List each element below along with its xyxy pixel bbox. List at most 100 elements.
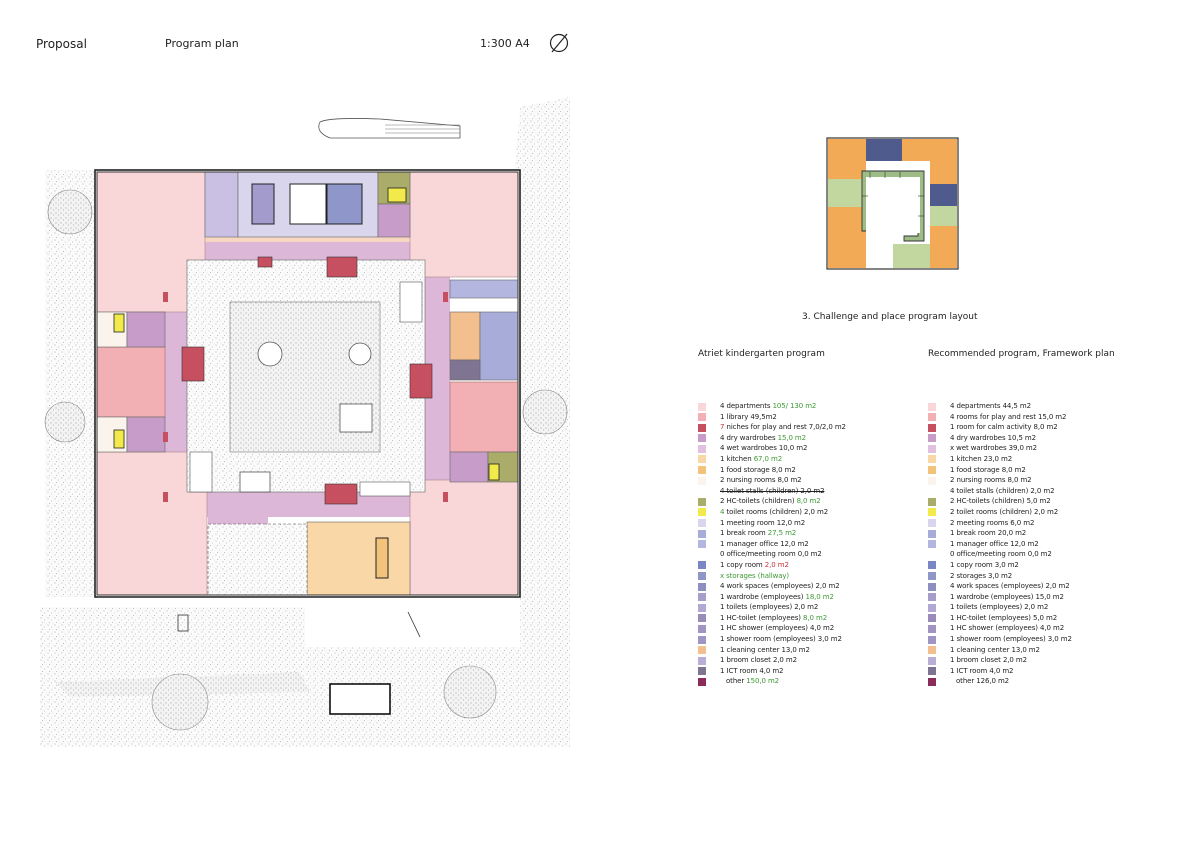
legend-label: 4 work spaces (employees) 2,0 m2 <box>950 581 1070 592</box>
legend-label: 1 food storage 8,0 m2 <box>720 465 796 476</box>
legend-swatch <box>698 572 706 580</box>
legend-swatch <box>928 455 936 464</box>
layout-diagram <box>826 137 959 270</box>
legend-label: 1 toilets (employees) 2,0 m2 <box>950 602 1048 613</box>
legend-text: 1 break room 20,0 m2 <box>950 529 1027 538</box>
section-title: Proposal <box>36 37 87 51</box>
legend-text: 67,0 m2 <box>753 454 783 463</box>
legend-text: 2 HC-toilets (children) <box>720 497 797 506</box>
legend-label: 1 toilets (employees) 2,0 m2 <box>720 602 818 613</box>
legend-text: other 126,0 m2 <box>956 677 1010 686</box>
legend-swatch <box>928 487 936 496</box>
legend-text: 1 wardrobe (employees) <box>720 592 806 601</box>
legend-label: 1 food storage 8,0 m2 <box>950 465 1026 476</box>
legend-text: 1 kitchen <box>720 454 754 463</box>
legend-swatch <box>698 466 706 475</box>
legend-text: toilet rooms (children) 2,0 m2 <box>724 507 829 516</box>
legend-text: x storages (hallway) <box>720 571 790 580</box>
legend-label: 2 toilet rooms (children) 2,0 m2 <box>950 507 1058 518</box>
legend-label: 1 wardrobe (employees) 15,0 m2 <box>950 592 1064 603</box>
legend-swatch <box>698 413 706 422</box>
legend-text: 1 food storage 8,0 m2 <box>720 465 796 474</box>
legend-swatch <box>698 487 706 496</box>
legend-label: 1 broom closet 2,0 m2 <box>950 655 1027 666</box>
legend-swatch <box>698 582 706 591</box>
legend-text: 1 room for calm activity 8,0 m2 <box>950 423 1058 432</box>
legend-label: 7 niches for play and rest 7,0/2,0 m2 <box>720 422 846 433</box>
legend-swatch <box>698 402 706 411</box>
legend-text: 15,0 m2 <box>777 433 807 442</box>
legend-text: 18,0 m2 <box>805 592 834 601</box>
legend-swatch <box>698 519 706 528</box>
legend-text: 4 dry wardrobes <box>720 433 778 442</box>
legend-swatch <box>928 677 936 686</box>
legend-text: 27,5 m2 <box>767 529 797 538</box>
legend-text: 4 <box>720 507 725 516</box>
legend-text: 1 manager office 12,0 m2 <box>950 539 1039 548</box>
legend-label: 1 room for calm activity 8,0 m2 <box>950 422 1058 433</box>
legend-label: 1 copy room 2,0 m2 <box>720 560 789 571</box>
legend-text: x wet wardrobes 39,0 m2 <box>950 444 1037 453</box>
legend-swatch <box>698 497 706 506</box>
legend-text: 105/ 130 m2 <box>772 402 817 410</box>
legend-label: 1 manager office 12,0 m2 <box>950 539 1039 550</box>
department-ne <box>409 171 519 278</box>
legend-swatch <box>698 561 706 570</box>
legend-swatch <box>698 614 706 623</box>
legend-label: 2 storages 3,0 m2 <box>950 571 1012 582</box>
legend-label: 4 dry wardrobes 10,5 m2 <box>950 433 1036 444</box>
legend-swatch <box>928 572 936 580</box>
cleaning-center <box>449 311 481 361</box>
legend-text: 1 shower room (employees) 3,0 m2 <box>720 635 842 644</box>
legend-text: 1 broom closet 2,0 m2 <box>720 656 797 665</box>
legend-text: 1 wardrobe (employees) 15,0 m2 <box>950 592 1064 601</box>
legend-text: 2 meeting rooms 6,0 m2 <box>950 518 1035 527</box>
north-arrow-icon <box>549 33 569 53</box>
legend-swatch <box>928 667 936 676</box>
legend-swatch <box>698 550 706 559</box>
legend-swatch <box>928 582 936 591</box>
legend-text: 2,0 m2 <box>764 560 789 569</box>
legend-swatch <box>698 444 706 453</box>
legend-text: 1 cleaning center 13,0 m2 <box>720 645 810 654</box>
legend-swatch <box>928 519 936 528</box>
legend-label: 0 office/meeting room 0,0 m2 <box>950 549 1052 560</box>
legend-text: 8,0 m2 <box>803 613 828 622</box>
legend-swatch <box>698 635 706 644</box>
legend-text: 0 office/meeting room 0,0 m2 <box>720 550 822 559</box>
legend-text: 2 toilet rooms (children) 2,0 m2 <box>950 507 1059 516</box>
legend-swatch <box>698 603 706 612</box>
legend-label: 4 wet wardrobes 10,0 m2 <box>720 443 807 454</box>
caption: 3. Challenge and place program layout <box>802 312 978 322</box>
legend-text: 1 library 49,5m2 <box>720 412 777 421</box>
legend-label: 0 office/meeting room 0,0 m2 <box>720 549 822 560</box>
legend-label: 1 broom closet 2,0 m2 <box>720 655 797 666</box>
legend-text: 8,0 m2 <box>796 497 821 506</box>
legend-text: 1 meeting room 12,0 m2 <box>720 518 806 527</box>
legend-label: 1 manager office 12,0 m2 <box>720 539 809 550</box>
legend-text: 1 HC-toilet (employees) <box>720 613 804 622</box>
legend-label: 1 HC shower (employees) 4,0 m2 <box>950 623 1064 634</box>
legend-swatch <box>928 614 936 623</box>
legend-text: 2 HC-toilets (children) 5,0 m2 <box>950 497 1051 506</box>
legend-text: 1 toilets (employees) 2,0 m2 <box>720 603 819 612</box>
legend-text: 0 office/meeting room 0,0 m2 <box>950 550 1052 559</box>
right-legend-title: Recommended program, Framework plan <box>928 349 1115 359</box>
legend-label: 2 meeting rooms 6,0 m2 <box>950 518 1034 529</box>
staff-wardrobe <box>204 171 239 238</box>
legend-text: 2 nursing rooms 8,0 m2 <box>720 476 802 485</box>
legend-swatch <box>928 656 936 665</box>
legend-label: x storages (hallway) <box>720 571 789 582</box>
legend-swatch <box>698 455 706 464</box>
legend-text: 4 departments <box>720 402 773 410</box>
legend-swatch <box>698 508 706 517</box>
site-surroundings <box>40 97 570 747</box>
legend-text: 1 toilets (employees) 2,0 m2 <box>950 603 1049 612</box>
legend-text: 1 HC-toilet (employees) 5,0 m2 <box>950 613 1058 622</box>
legend-label: 1 HC-toilet (employees) 8,0 m2 <box>720 613 827 624</box>
legend-swatch <box>698 540 706 549</box>
sheet-title: Program plan <box>165 37 239 50</box>
legend-text: niches for play and rest 7,0/2,0 m2 <box>724 423 846 432</box>
legend-label: 1 HC shower (employees) 4,0 m2 <box>720 623 834 634</box>
legend-text: 4 dry wardrobes 10,5 m2 <box>950 433 1036 442</box>
